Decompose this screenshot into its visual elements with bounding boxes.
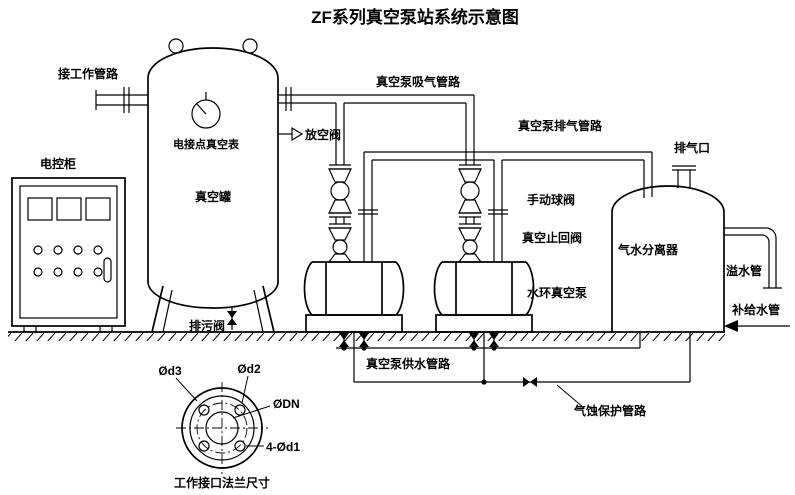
supply-line: 真空泵供水管路 (336, 332, 641, 371)
makeup-water-pipe: 补给水管 (724, 302, 790, 332)
drain-valve-icon (227, 311, 237, 325)
vent-valve-label: 放空阀 (304, 127, 341, 142)
bolt-hole (198, 440, 210, 452)
drain-valve-label: 排污阀 (189, 318, 225, 333)
gauge-label: 电接点真空表 (173, 137, 240, 151)
vent-valve: 放空阀 (278, 126, 341, 142)
flange-caption: 工作接口法兰尺寸 (174, 475, 270, 490)
bolt-hole (234, 440, 246, 452)
work-pipe-connection: 接工作管路 (58, 66, 148, 113)
bolt-hole (198, 404, 210, 416)
vent-valve-icon (291, 126, 304, 142)
cavitation-line: 气蚀保护管路 (353, 332, 691, 418)
cavitation-line-label: 气蚀保护管路 (573, 403, 647, 418)
water-ring-pump-body (433, 261, 535, 333)
vacuum-tank: 真空罐 电接点真空表 接工作管路 放空阀 排污阀 (58, 38, 341, 333)
leader-line (241, 375, 249, 404)
water-ring-pump-label: 水环真空泵 (527, 285, 587, 300)
control-cabinet: 电控柜 (11, 156, 126, 333)
drain-valve: 排污阀 (189, 307, 237, 333)
tank-shell (147, 47, 279, 309)
bolt-circle (196, 402, 248, 454)
flow-arrow-icon (724, 320, 738, 332)
exhaust-line-label: 真空泵排气管路 (518, 118, 603, 133)
dim-dn-label: ØDN (273, 397, 300, 411)
leader-line (556, 384, 585, 409)
makeup-water-label: 补给水管 (731, 302, 780, 317)
pump-unit-2 (433, 102, 535, 333)
suction-line-label: 真空泵吸气管路 (376, 74, 461, 89)
exhaust-port: 排气口 (672, 140, 710, 188)
vacuum-tank-label: 真空罐 (195, 189, 231, 204)
suction-header: 真空泵吸气管路 (278, 74, 475, 111)
diagram-title: ZF系列真空泵站系统示意图 (311, 7, 519, 27)
leader-line (175, 377, 198, 402)
lifting-lug-icon (242, 38, 258, 54)
ball-valve-label: 手动球阀 (527, 192, 575, 207)
water-ring-pump-body (303, 261, 405, 333)
gas-water-separator: 气水分离器 排气口 溢水管 补给水管 (611, 140, 790, 332)
dim-d1-label: 4-Ød1 (266, 440, 300, 454)
lifting-lug-icon (168, 38, 184, 54)
overflow-pipe: 溢水管 (724, 227, 782, 289)
flange-bore-circle (205, 411, 239, 445)
exhaust-header: 真空泵排气管路 (364, 118, 653, 198)
water-lines: 真空泵供水管路 气蚀保护管路 (336, 332, 691, 418)
pump-labels: 手动球阀 真空止回阀 水环真空泵 (522, 192, 587, 300)
dim-d3-label: Ød3 (158, 364, 182, 378)
check-valve-label: 真空止回阀 (522, 230, 582, 245)
bolt-hole (234, 404, 246, 416)
cabinet-door (19, 185, 118, 319)
supply-line-label: 真空泵供水管路 (366, 356, 451, 371)
pump-unit-1 (303, 102, 405, 333)
contact-vacuum-gauge: 电接点真空表 (173, 92, 240, 151)
exhaust-port-label: 排气口 (674, 140, 710, 155)
cabinet-handle (103, 257, 112, 283)
flange-detail: Ød3 Ød2 ØDN 4-Ød1 工作接口法兰尺寸 (158, 362, 300, 490)
cavitation-valve-icon (523, 377, 537, 387)
overflow-pipe-label: 溢水管 (726, 263, 762, 278)
cabinet-outline (11, 177, 126, 327)
control-cabinet-label: 电控柜 (40, 156, 76, 171)
suction-valve-assembly (328, 102, 352, 263)
work-pipe-label: 接工作管路 (58, 66, 119, 81)
flange-outer-circle (181, 387, 263, 469)
dim-d2-label: Ød2 (237, 362, 261, 376)
separator-dome (611, 185, 725, 213)
leader-line (232, 405, 271, 419)
separator-label: 气水分离器 (617, 242, 679, 257)
suction-valve-assembly (458, 102, 482, 263)
